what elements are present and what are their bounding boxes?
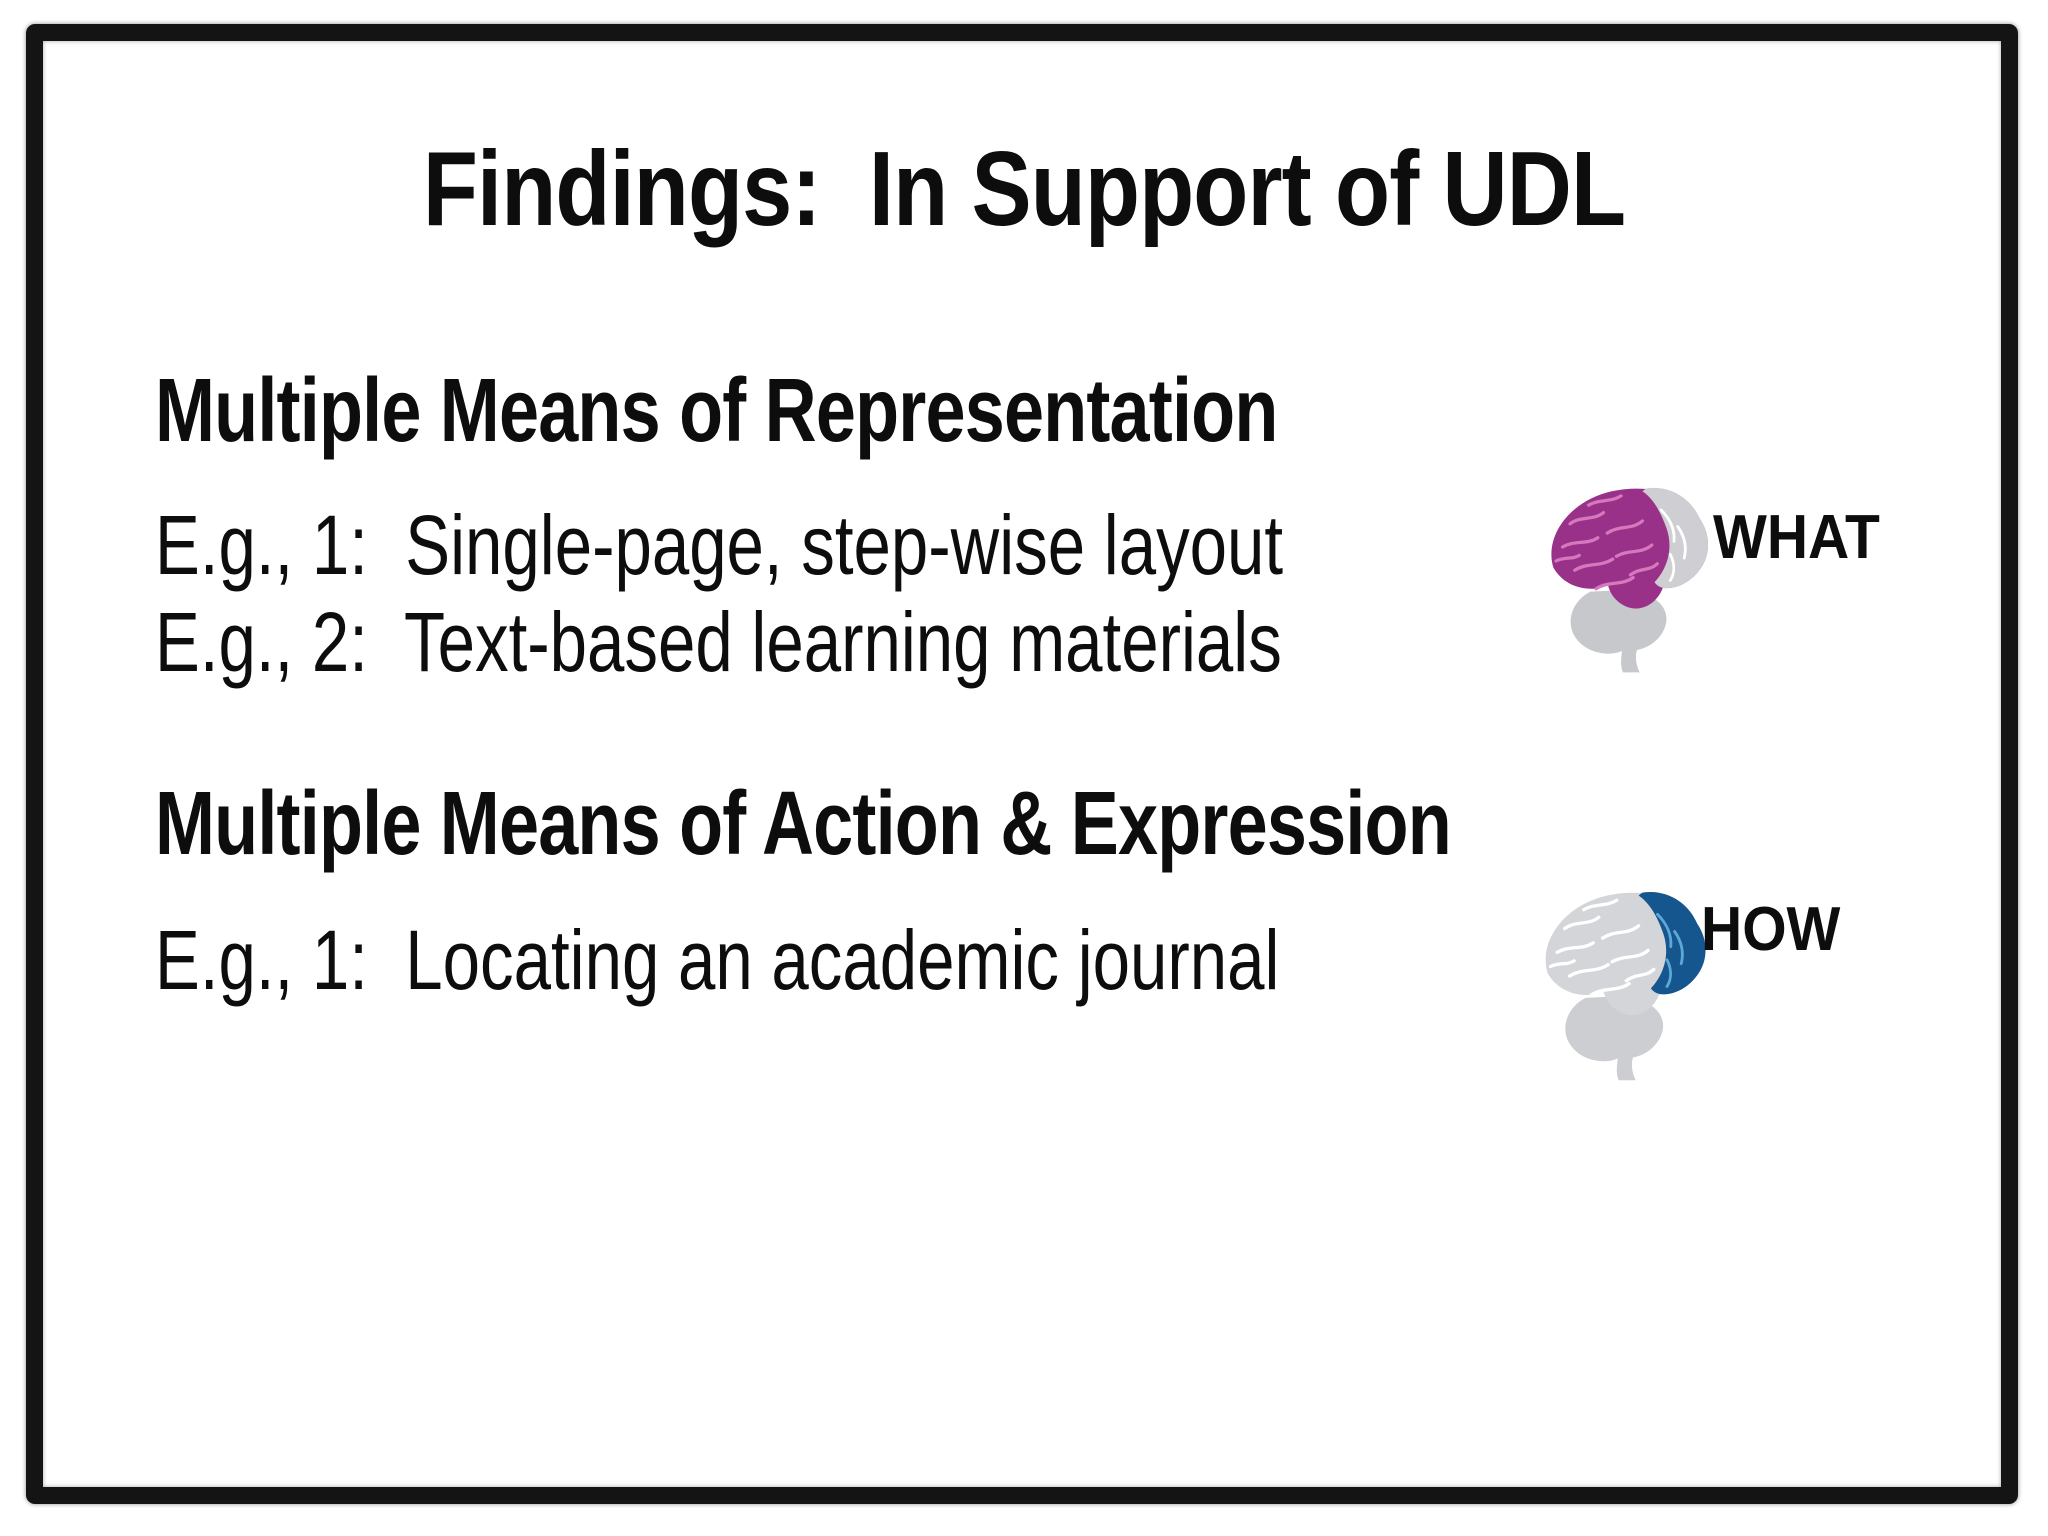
slide-title: Findings: In Support of UDL xyxy=(422,130,1626,248)
slide-border-frame xyxy=(26,24,2018,1504)
example-line-representation-1: E.g., 1: Single-page, step-wise layout xyxy=(155,498,1284,592)
example-line-action-1: E.g., 1: Locating an academic journal xyxy=(155,913,1280,1007)
how-label: HOW xyxy=(1701,895,1841,964)
brain-how-icon xyxy=(1545,891,1706,1081)
section-heading-action-expression: Multiple Means of Action & Expression xyxy=(155,774,1452,874)
example-line-representation-2: E.g., 2: Text-based learning materials xyxy=(155,595,1282,689)
what-label: WHAT xyxy=(1713,503,1880,572)
section-heading-representation: Multiple Means of Representation xyxy=(155,361,1278,461)
brain-what-icon xyxy=(1551,487,1709,673)
